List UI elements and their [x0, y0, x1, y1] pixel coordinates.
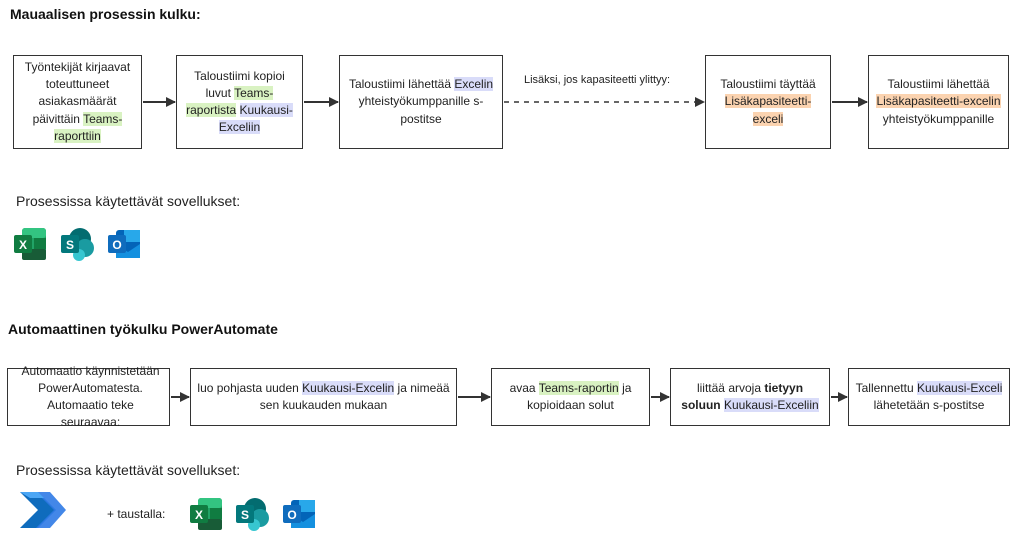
- manual-step-2: Taloustiimi kopioi luvut Teams-raportist…: [176, 55, 303, 149]
- sharepoint-icon: S: [59, 226, 95, 267]
- svg-text:O: O: [112, 238, 121, 252]
- svg-text:O: O: [287, 508, 296, 522]
- highlight-monthly-excel: Kuukausi-Exceliin: [723, 398, 819, 412]
- outlook-icon: O: [281, 496, 317, 537]
- manual-process-title: Mauaalisen prosessin kulku:: [10, 6, 201, 22]
- auto-step-3: avaa Teams-raportin ja kopioidaan solut: [491, 368, 650, 426]
- background-label: + taustalla:: [107, 507, 166, 521]
- auto-step-4: liittää arvoja tietyyn soluun Kuukausi-E…: [670, 368, 830, 426]
- manual-step-1: Työntekijät kirjaavat toteuttuneet asiak…: [13, 55, 142, 149]
- highlight-teams-report: Teams-raportin: [538, 380, 619, 395]
- highlight-capacity-excel: Lisäkapasiteetti-excelin: [876, 94, 1001, 109]
- svg-text:X: X: [19, 238, 27, 252]
- automation-title: Automaattinen työkulku PowerAutomate: [8, 321, 278, 337]
- manual-apps-label: Prosessissa käytettävät sovellukset:: [16, 193, 241, 209]
- manual-step-4: Taloustiimi täyttää Lisäkapasiteetti-exc…: [705, 55, 831, 149]
- dashed-condition-label: Lisäksi, jos kapasiteetti ylittyy:: [524, 74, 671, 86]
- svg-text:S: S: [241, 508, 249, 522]
- automation-apps-label: Prosessissa käytettävät sovellukset:: [16, 462, 241, 478]
- bold-specific-cell: tietyyn soluun: [681, 380, 804, 412]
- manual-step-5: Taloustiimi lähettää Lisäkapasiteetti-ex…: [868, 55, 1009, 149]
- outlook-icon: O: [106, 226, 142, 267]
- power-automate-icon: [16, 490, 68, 535]
- auto-step-5: Tallennettu Kuukausi-Exceli lähetetään s…: [848, 368, 1010, 426]
- auto-step-2: luo pohjasta uuden Kuukausi-Excelin ja n…: [190, 368, 457, 426]
- auto-step-1: Automaatio käynnistetään PowerAutomatest…: [7, 364, 170, 429]
- highlight-excel: Excelin: [454, 77, 494, 92]
- svg-text:X: X: [195, 508, 203, 522]
- svg-text:S: S: [66, 238, 74, 252]
- highlight-monthly-excel: Kuukausi-Exceli: [917, 380, 1003, 395]
- excel-icon: X: [188, 496, 224, 537]
- sharepoint-icon: S: [234, 496, 270, 537]
- manual-step-3: Taloustiimi lähettää Excelin yhteistyöku…: [339, 55, 503, 149]
- highlight-monthly-excel: Kuukausi-Excelin: [302, 380, 395, 395]
- excel-icon: X: [12, 226, 48, 267]
